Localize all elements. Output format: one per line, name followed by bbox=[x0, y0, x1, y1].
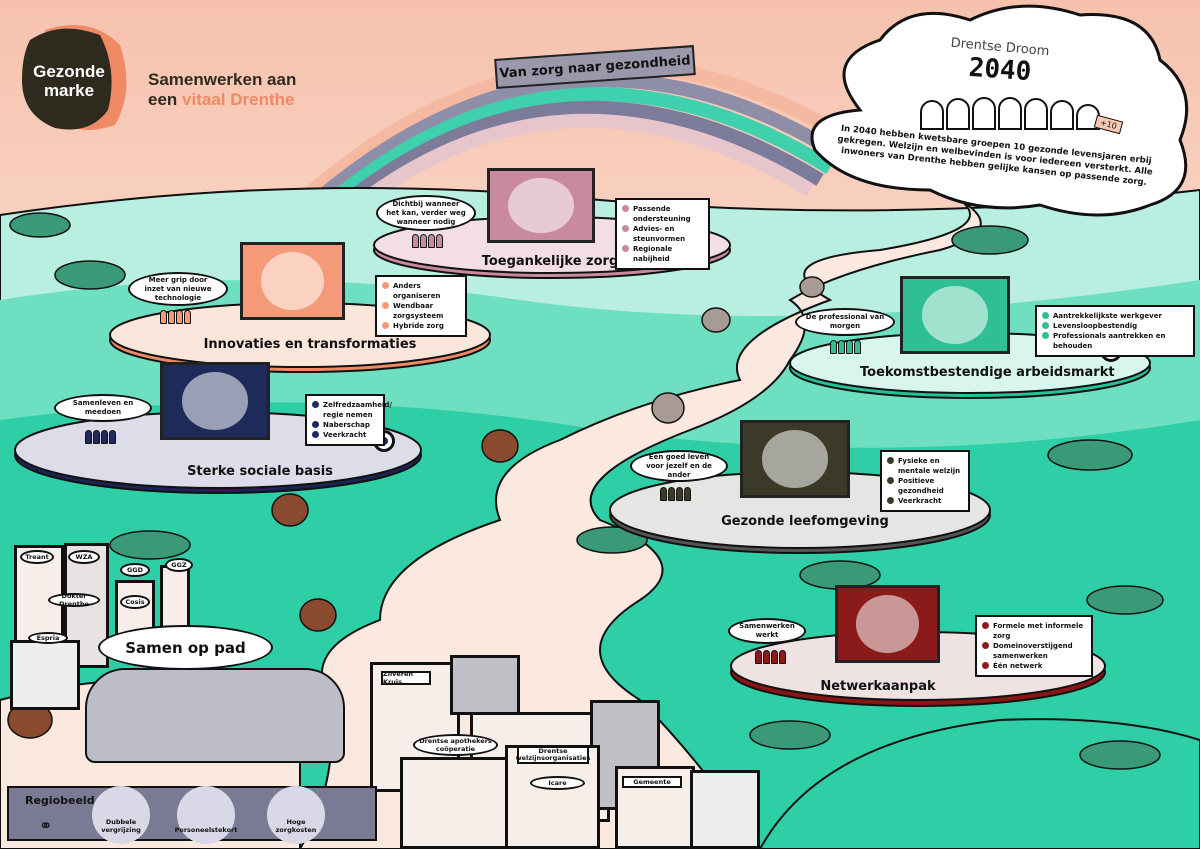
tree-clusters bbox=[9, 212, 1164, 770]
goal-item: Naberschap bbox=[312, 420, 378, 430]
goal-item: Professionals aantrekken en behouden bbox=[1042, 331, 1188, 351]
building bbox=[690, 770, 760, 849]
org-label: WZA bbox=[68, 550, 100, 564]
regiobeeld-item: Hoge zorgkosten bbox=[267, 786, 325, 844]
goal-item: Formele met informele zorg bbox=[982, 621, 1086, 641]
board-netwerkaanpak bbox=[835, 585, 940, 663]
goal-item: Veerkracht bbox=[312, 430, 378, 440]
board-sociale-basis bbox=[160, 362, 270, 440]
speech-bubble: Meer grip door inzet van nieuwe technolo… bbox=[128, 272, 228, 306]
building bbox=[400, 757, 510, 849]
regiobeeld-item: Personeelstekort bbox=[175, 786, 237, 844]
crowd-of-people-icon bbox=[85, 668, 345, 763]
goal-item: Regionale nabijheid bbox=[622, 244, 703, 264]
tagline-accent: vitaal Drenthe bbox=[182, 90, 295, 109]
speech-bubble: Een goed leven voor jezelf en de ander bbox=[630, 450, 728, 482]
org-label: Drentse welzijnsorganisaties bbox=[515, 746, 591, 764]
goal-list: Passende ondersteuning Advies- en steunv… bbox=[615, 198, 710, 270]
goal-item: Wendbaar zorgsysteem bbox=[382, 301, 460, 321]
org-label: GGD bbox=[120, 563, 150, 577]
org-label: Icare bbox=[530, 776, 585, 790]
faces-icon bbox=[181, 372, 249, 430]
goal-item: Advies- en steunvormen bbox=[622, 224, 703, 244]
network-icon bbox=[855, 595, 920, 653]
goal-item: Één netwerk bbox=[982, 661, 1086, 671]
goal-item: Fysieke en mentale welzijn bbox=[887, 456, 963, 476]
platform-title: Toegankelijke zorg bbox=[481, 254, 619, 269]
org-label: Espria bbox=[28, 632, 68, 644]
people-icon bbox=[85, 430, 116, 444]
goal-item: Veerkracht bbox=[887, 496, 963, 506]
platform-title: Innovaties en transformaties bbox=[203, 337, 417, 352]
platform-title: Netwerkaanpak bbox=[820, 679, 936, 694]
happy-people-icon bbox=[920, 95, 1100, 130]
building bbox=[450, 655, 520, 715]
org-label: Cosis bbox=[120, 595, 150, 609]
tagline-line1: Samenwerken aan bbox=[148, 70, 297, 89]
tagline: Samenwerken aan een vitaal Drenthe bbox=[148, 70, 296, 110]
goal-item: Anders organiseren bbox=[382, 281, 460, 301]
tagline-line2: een bbox=[148, 90, 183, 109]
speech-bubble: De professional van morgen bbox=[795, 308, 895, 336]
logo: Gezonde marke bbox=[24, 62, 114, 100]
people-icon bbox=[412, 234, 443, 248]
org-label: Drentse apothekers coöperatie bbox=[413, 734, 498, 756]
regiobeeld-title: Regiobeeld bbox=[25, 794, 95, 807]
platform-title: Sterke sociale basis bbox=[187, 464, 333, 479]
people-icon bbox=[660, 487, 691, 501]
goal-list: Formele met informele zorg Domeinoversti… bbox=[975, 615, 1093, 677]
goal-item: Levensloopbestendig bbox=[1042, 321, 1188, 331]
logo-line2: marke bbox=[43, 81, 95, 100]
org-label: Gemeente bbox=[622, 776, 682, 788]
goal-list: Zelfredzaamheid/ regie nemen Naberschap … bbox=[305, 394, 392, 446]
board-arbeidsmarkt bbox=[900, 276, 1010, 354]
speech-bubble: Samenwerken werkt bbox=[728, 618, 806, 644]
samen-op-pad-bubble: Samen op pad bbox=[98, 625, 273, 670]
org-label: GGZ bbox=[165, 558, 193, 572]
people-icon bbox=[830, 340, 861, 354]
briefcase-clock-icon bbox=[921, 286, 989, 344]
goal-list: Aantrekkelijkste werkgever Levensloopbes… bbox=[1035, 305, 1195, 357]
goal-list: Fysieke en mentale welzijn Positieve gez… bbox=[880, 450, 970, 512]
goal-item: Hybride zorg bbox=[382, 321, 460, 331]
org-label: Zilveren Kruis bbox=[381, 670, 431, 686]
dream-header: Drentse Droom 2040 bbox=[930, 36, 1070, 87]
goal-item: Passende ondersteuning bbox=[622, 204, 703, 224]
rocks bbox=[7, 276, 825, 739]
speech-bubble: Dichtbij wanneer het kan, verder weg wan… bbox=[376, 195, 476, 231]
heart-hands-icon bbox=[761, 430, 829, 488]
people-icon bbox=[755, 650, 786, 664]
building bbox=[10, 640, 80, 710]
board-toegankelijke-zorg bbox=[487, 168, 595, 243]
people-icon bbox=[160, 310, 191, 324]
platform-title: Gezonde leefomgeving bbox=[721, 514, 889, 529]
logo-line1: Gezonde bbox=[33, 62, 105, 81]
speech-bubble: Samenleven en meedoen bbox=[54, 394, 152, 422]
monitor-heart-icon bbox=[260, 252, 325, 310]
binoculars-icon: ⚭ bbox=[39, 816, 53, 835]
logo-blob bbox=[22, 28, 112, 130]
regiobeeld-item: Dubbele vergrijzing bbox=[92, 786, 150, 844]
goal-item: Zelfredzaamheid/ regie nemen bbox=[312, 400, 392, 420]
hands-heart-icon bbox=[508, 177, 574, 234]
goal-item: Aantrekkelijkste werkgever bbox=[1042, 311, 1188, 321]
board-innovaties bbox=[240, 242, 345, 320]
board-leefomgeving bbox=[740, 420, 850, 498]
org-label: Treant bbox=[20, 550, 54, 564]
goal-item: Positieve gezondheid bbox=[887, 476, 963, 496]
org-label: Dokter Drenthe bbox=[48, 592, 100, 608]
regiobeeld-panel: Regiobeeld ⚭ Dubbele vergrijzing Persone… bbox=[7, 786, 377, 844]
goal-item: Domeinoverstijgend samenwerken bbox=[982, 641, 1086, 661]
platform-title: Toekomstbestendige arbeidsmarkt bbox=[860, 365, 1115, 380]
goal-list: Anders organiseren Wendbaar zorgsysteem … bbox=[375, 275, 467, 337]
